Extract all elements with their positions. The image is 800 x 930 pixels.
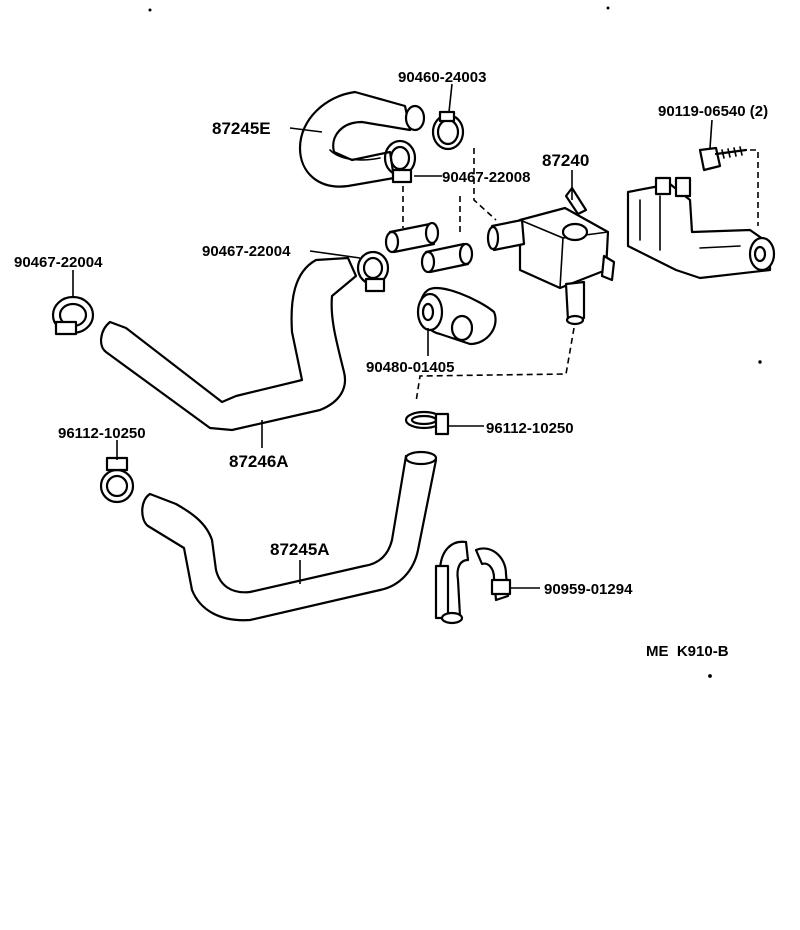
bolt-90119-06540 xyxy=(698,119,748,172)
hose-87245a xyxy=(141,450,438,622)
pipe-connectors xyxy=(384,221,474,274)
clamp-90460-24003 xyxy=(431,83,465,151)
label-90467-22004-left: 90467-22004 xyxy=(14,254,103,271)
hose-87245e xyxy=(298,90,426,188)
figure-code: ME K910-B xyxy=(646,643,729,660)
label-87246a: 87246A xyxy=(229,452,289,471)
label-87240: 87240 xyxy=(542,151,589,170)
label-87245e: 87245E xyxy=(212,119,271,138)
valve-bracket xyxy=(626,176,776,280)
label-87245a: 87245A xyxy=(270,540,330,559)
label-90480-01405: 90480-01405 xyxy=(366,359,454,376)
label-90460-24003: 90460-24003 xyxy=(398,69,486,86)
grommet-90480-01405 xyxy=(416,287,497,356)
clamp-90467-22004-left xyxy=(51,270,95,336)
heater-valve-87240 xyxy=(486,170,616,326)
label-96112-10250-mid: 96112-10250 xyxy=(486,420,574,437)
clamp-96112-10250-mid xyxy=(404,410,484,436)
label-90119-06540: 90119-06540 (2) xyxy=(658,103,768,120)
clamp-96112-10250-left xyxy=(99,440,135,504)
label-96112-10250-left: 96112-10250 xyxy=(58,425,146,442)
hose-87246a xyxy=(100,256,358,448)
label-90467-22008: 90467-22008 xyxy=(442,169,530,186)
clamp-90467-22008 xyxy=(383,139,442,184)
label-90959-01294: 90959-01294 xyxy=(544,581,633,598)
label-90467-22004-mid: 90467-22004 xyxy=(202,243,291,260)
hose-clip-90959-01294 xyxy=(434,540,540,625)
clamp-90467-22004-mid xyxy=(309,250,390,293)
